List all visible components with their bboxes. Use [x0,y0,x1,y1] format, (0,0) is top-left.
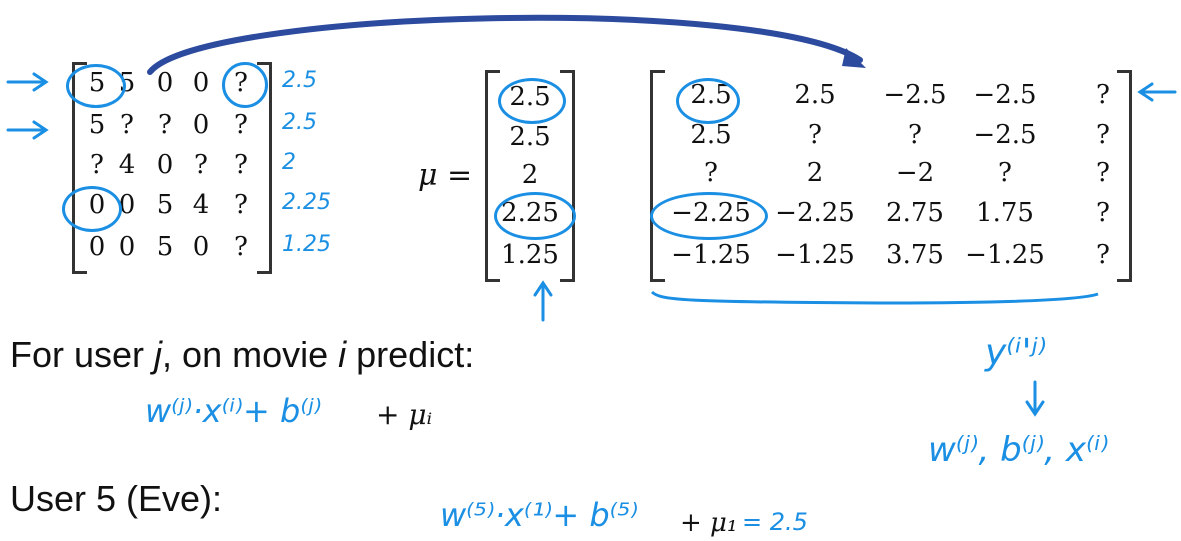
bracket-left [485,70,500,282]
norm-cell-r2c3: ? [908,120,922,150]
rating-cell-r4c5: ? [234,190,248,220]
eve-heading: User 5 (Eve): [10,478,223,519]
norm-cell-r2c2: ? [808,120,822,150]
norm-cell-r2c4: −2.5 [973,120,1037,150]
rating-cell-r2c3: ? [158,110,172,140]
rating-cell-r2c4: 0 [192,110,210,140]
rating-cell-r3c4: ? [194,150,208,180]
predict-heading: For user j, on movie i predict: [10,334,475,375]
rating-cell-r4c2: 0 [118,190,136,220]
rating-cell-r3c2: 4 [118,150,136,180]
bracket-left [650,70,665,282]
y-down-arrow-icon [1025,380,1045,417]
rating-cell-r4c3: 5 [156,190,174,220]
row-arrow-2-icon [6,120,49,140]
normalized-matrix [650,70,1132,282]
mu-vector [485,70,575,282]
eve-result: = 2.5 [742,508,808,536]
norm-cell-r2c5: ? [1096,120,1110,150]
rating-cell-r3c3: 0 [156,150,174,180]
norm-cell-r5c1: −1.25 [671,240,751,270]
predict-mu-term: + μᵢ [376,398,433,431]
rating-cell-r5c4: 0 [192,232,210,262]
circle-rating-r1c1 [66,64,126,108]
circle-mu-4 [494,192,576,240]
y-label: y⁽ⁱ'ʲ⁾ [985,332,1047,373]
norm-cell-r1c4: −2.5 [973,80,1037,110]
transform-arc-icon [147,14,863,75]
norm-cell-r3c3: −2 [895,158,935,188]
bracket-right [1117,70,1132,282]
rating-cell-r2c2: ? [120,110,134,140]
rating-cell-r5c2: 0 [118,232,136,262]
mu-label: μ = [418,158,473,193]
row-arrow-right-icon [1137,82,1177,102]
norm-cell-r3c1: ? [704,158,718,188]
predict-formula: w⁽ʲ⁾·x⁽ⁱ⁾+ b⁽ʲ⁾ [145,392,322,430]
norm-cell-r5c5: ? [1096,240,1110,270]
rating-cell-r1c3: 0 [156,68,174,98]
row-arrow-1-icon [6,72,49,92]
rating-cell-r2c5: ? [234,110,248,140]
circle-rating-r1c5 [222,62,268,108]
rating-cell-r4c4: 4 [192,190,210,220]
norm-cell-r3c4: ? [998,158,1012,188]
mu-up-arrow-icon [533,280,553,322]
mu-value-3: 2 [521,160,539,190]
eve-formula: w⁽⁵⁾·x⁽¹⁾+ b⁽⁵⁾ [440,496,639,534]
norm-cell-r4c2: −2.25 [775,198,855,228]
mu-value-2: 2.5 [509,122,551,152]
mu-value-5: 1.25 [501,240,559,270]
rating-cell-r1c4: 0 [192,68,210,98]
norm-cell-r5c2: −1.25 [775,240,855,270]
norm-cell-r3c5: ? [1096,158,1110,188]
norm-cell-r4c3: 2.75 [886,198,944,228]
norm-cell-r1c3: −2.5 [883,80,947,110]
circle-norm-r1c1 [676,78,740,124]
rating-cell-r2c1: 5 [88,110,106,140]
row-mean-5: 1.25 [282,232,331,257]
bracket-right [560,70,575,282]
rating-cell-r5c5: ? [234,232,248,262]
norm-cell-r1c5: ? [1096,80,1110,110]
norm-cell-r5c3: 3.75 [886,240,944,270]
row-mean-4: 2.25 [282,190,331,215]
bracket-right [257,62,272,274]
rating-cell-r3c5: ? [234,150,248,180]
bracket-left [72,62,87,274]
row-mean-2: 2.5 [282,110,317,135]
norm-cell-r4c5: ? [1096,198,1110,228]
norm-cell-r4c4: 1.75 [976,198,1034,228]
norm-cell-r3c2: 2 [806,158,824,188]
eve-mu-term: + μ₁ [680,508,738,538]
norm-cell-r1c2: 2.5 [794,80,836,110]
norm-cell-r2c1: 2.5 [690,120,732,150]
circle-mu-1 [498,78,566,124]
rating-cell-r3c1: ? [90,150,104,180]
matrix-underline-brace [650,290,1099,305]
params-note: w⁽ʲ⁾, b⁽ʲ⁾, x⁽ⁱ⁾ [928,430,1109,470]
rating-cell-r5c3: 5 [156,232,174,262]
norm-cell-r5c4: −1.25 [965,240,1045,270]
row-mean-1: 2.5 [282,68,317,93]
circle-rating-r4c1 [62,186,122,232]
circle-norm-r4c1 [650,192,768,240]
rating-cell-r5c1: 0 [88,232,106,262]
ratings-matrix [72,62,272,274]
arc-arrowhead-icon [842,48,866,68]
row-mean-3: 2 [282,150,296,175]
